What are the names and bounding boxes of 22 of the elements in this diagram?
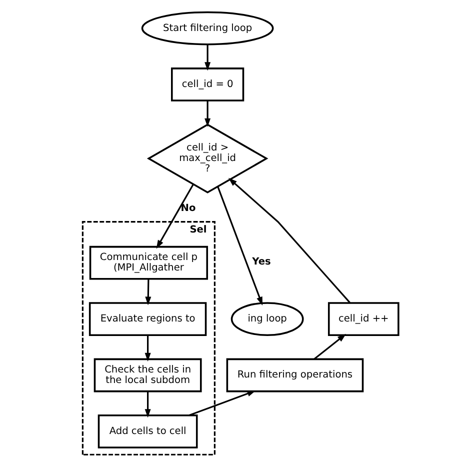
arrow <box>228 178 350 304</box>
arrow <box>188 390 256 416</box>
arrow <box>145 279 152 306</box>
arrow <box>314 334 346 360</box>
edge-label: Yes <box>252 256 271 268</box>
arrow <box>204 100 211 127</box>
node-box: Check the cells in the local subdom <box>94 358 202 392</box>
arrow <box>217 186 263 306</box>
arrow <box>144 335 151 362</box>
edge-label: No <box>180 202 196 214</box>
arrow <box>144 392 151 418</box>
node-box: cell_id ++ <box>328 302 400 336</box>
node-box: cell_id = 0 <box>171 68 244 102</box>
arrow <box>156 184 194 249</box>
node-box: Run filtering operations <box>226 358 364 392</box>
node-box: Add cells to cell <box>98 414 198 448</box>
node-ellipse: Start filtering loop <box>141 11 274 46</box>
node-diamond: cell_id > max_cell_id ? <box>146 124 268 194</box>
arrow <box>204 44 211 71</box>
node-ellipse: ing loop <box>230 302 304 336</box>
node-box: Communicate cell p (MPI_Allgather <box>89 246 208 280</box>
node-box: Evaluate regions to <box>88 302 207 336</box>
